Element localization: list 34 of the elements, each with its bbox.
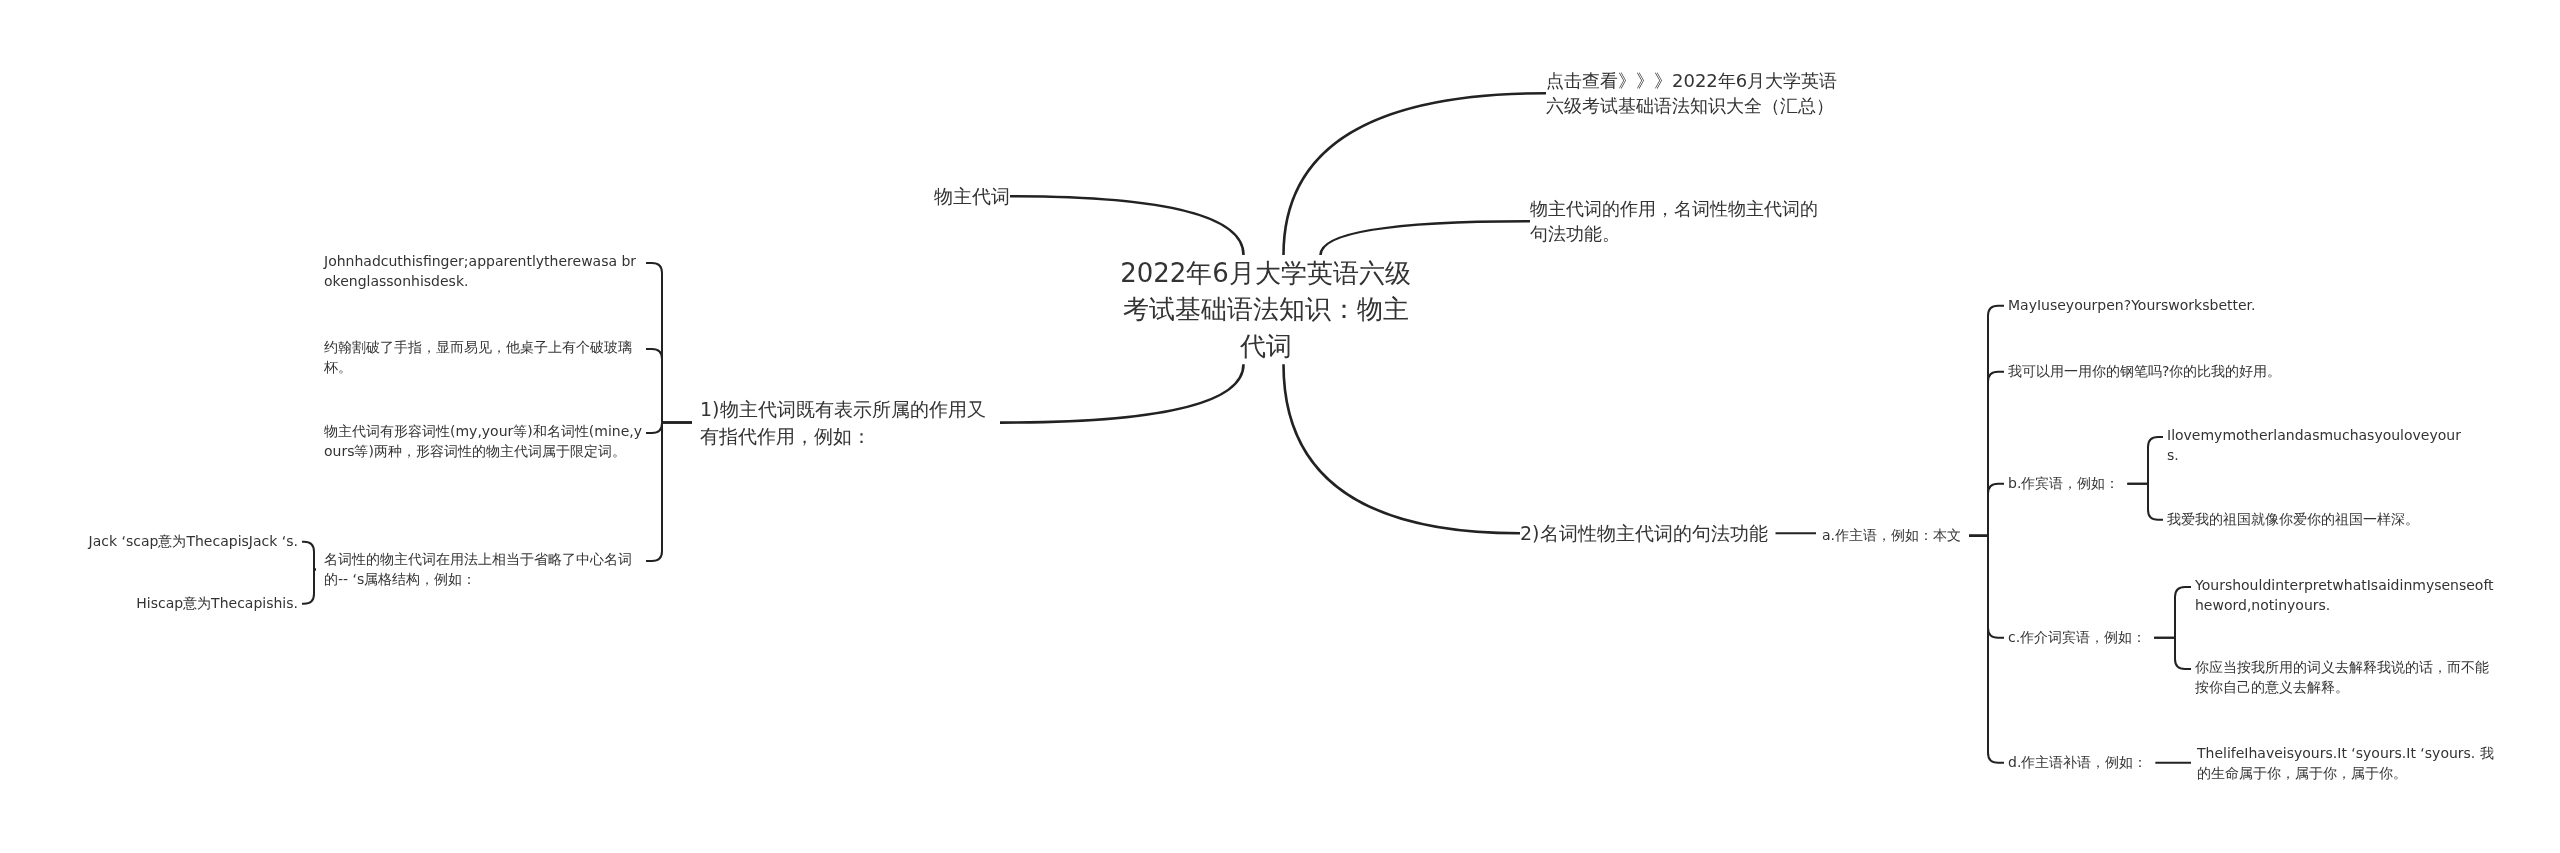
link-text: 点击查看》》》2022年6月大学英语六级考试基础语法知识大全（汇总）	[1546, 68, 1846, 119]
connector-curve	[1000, 363, 1245, 424]
bracket-connector	[2126, 482, 2164, 521]
note-text: b.作宾语，例如：	[2008, 474, 2120, 494]
note-text: 物主代词有形容词性(my,your等)和名词性(mine,yours等)两种，形容词性的物主代词属于限定词。	[324, 422, 642, 462]
note-text: d.作主语补语，例如：	[2008, 753, 2148, 773]
topic-text: 物主代词	[934, 183, 1010, 210]
note-text: 约翰割破了手指，显而易见，他桌子上有个破玻璃杯。	[324, 338, 642, 378]
note-text: MayIuseyourpen?Yoursworksbetter.	[2008, 296, 2256, 316]
connector-curve	[1282, 364, 1521, 535]
connector-curve	[1010, 195, 1245, 256]
central-topic: 2022年6月大学英语六级考试基础语法知识：物主代词	[1118, 255, 1413, 365]
note-text: c.作介词宾语，例如：	[2008, 628, 2147, 648]
note-text: 你应当按我所用的词义去解释我说的话，而不能按你自己的意义去解释。	[2195, 658, 2500, 698]
note-text: ThelifeIhaveisyours.It ‘syours.It ‘syours. 我的生命属于你，属于你，属于你。	[2197, 744, 2497, 784]
topic-text: 2)名词性物主代词的句法功能	[1520, 520, 1768, 547]
note-text: Hiscap意为Thecapishis.	[136, 594, 298, 614]
note-text: a.作主语，例如：本文	[1822, 526, 1962, 546]
note-text: 名词性的物主代词在用法上相当于省略了中心名词的-- ‘s属格结构，例如：	[324, 550, 642, 590]
note-text: 我可以用一用你的钢笔吗?你的比我的好用。	[2008, 362, 2282, 382]
bracket-connector	[301, 568, 317, 605]
topic-text: 物主代词的作用，名词性物主代词的句法功能。	[1530, 196, 1830, 247]
connector-line	[1774, 532, 1817, 535]
topic-text: 1)物主代词既有表示所属的作用又有指代作用，例如：	[700, 396, 1000, 450]
connector-line	[2154, 761, 2192, 764]
connector-curve	[1319, 219, 1530, 256]
bracket-connector	[301, 540, 317, 571]
connector-curve	[1282, 91, 1547, 256]
note-text: Jack ‘scap意为ThecapisJack ‘s.	[88, 532, 298, 552]
note-text: Ilovemymotherlandasmuchasyouloveyours.	[2167, 426, 2467, 466]
note-text: Johnhadcuthisfinger;apparentlytherewasa brokenglassonhisdesk.	[324, 252, 642, 292]
bracket-connector	[2153, 636, 2192, 670]
note-text: YourshouldinterpretwhatIsaidinmysenseoftheword,notinyours.	[2195, 576, 2500, 616]
note-text: 我爱我的祖国就像你爱你的祖国一样深。	[2167, 510, 2419, 530]
